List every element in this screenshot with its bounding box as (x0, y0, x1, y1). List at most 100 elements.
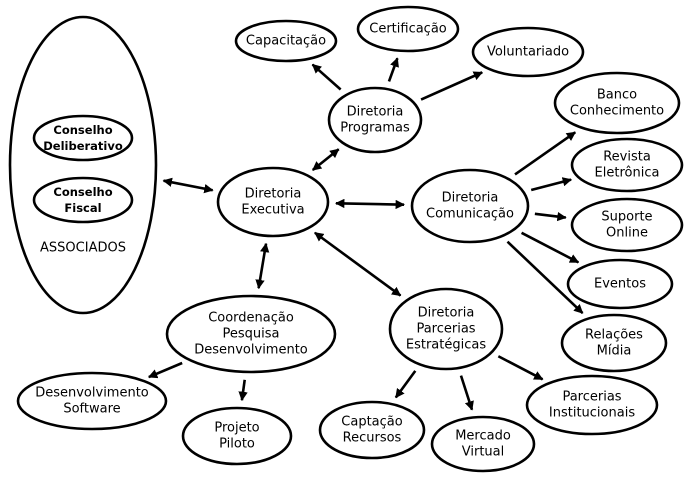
node-mercado-virtual-label-1: Virtual (462, 445, 504, 460)
node-certificacao: Certificação (356, 5, 460, 53)
node-parcerias-institucionais-label-1: Institucionais (549, 406, 635, 421)
node-diretoria-executiva-label-1: Executiva (241, 203, 304, 218)
node-desenvolvimento-software-ellipse (16, 371, 168, 431)
arrow-diretoria-programas-to-voluntariado (420, 71, 484, 101)
node-suporte-online-label-1: Online (606, 226, 648, 241)
node-conselho-fiscal-label-0: Conselho (53, 185, 112, 199)
node-banco-conhecimento-label-1: Conhecimento (570, 104, 664, 119)
node-relacoes-midia-label-1: Mídia (597, 344, 632, 359)
arrow-coordenacao-to-projeto-piloto (238, 379, 248, 402)
node-captacao-recursos-label-0: Captação (341, 415, 402, 430)
node-suporte-online-label-0: Suporte (601, 210, 652, 225)
arrow-diretoria-comunicacao-to-banco-conhecimento (514, 131, 576, 176)
node-banco-conhecimento-label-0: Banco (597, 88, 637, 103)
node-projeto-piloto-label-1: Piloto (219, 437, 255, 452)
node-eventos-ellipse (566, 258, 674, 310)
node-capacitacao-ellipse (234, 19, 338, 63)
node-suporte-online-ellipse (570, 197, 684, 253)
node-captacao-recursos-label-1: Recursos (343, 431, 402, 446)
node-certificacao-label-0: Certificação (369, 22, 447, 37)
node-relacoes-midia-label-0: Relações (585, 328, 643, 343)
node-voluntariado-ellipse (471, 26, 585, 78)
node-coordenacao-ellipse (165, 294, 337, 374)
node-desenvolvimento-software-label-0: Desenvolvimento (35, 386, 149, 401)
edges-layer (147, 57, 584, 411)
node-capacitacao-label-0: Capacitação (246, 34, 326, 49)
node-diretoria-comunicacao-label-0: Diretoria (442, 191, 499, 206)
node-diretoria-comunicacao-label-1: Comunicação (426, 207, 514, 222)
arrow-diretoria-parcerias-to-captacao-recursos (394, 370, 417, 399)
node-associados: ASSOCIADOS (8, 15, 158, 315)
node-associados-label-0: ASSOCIADOS (40, 241, 126, 256)
node-mercado-virtual-ellipse (430, 415, 536, 473)
arrow-diretoria-comunicacao-to-eventos (520, 231, 580, 264)
node-eventos: Eventos (566, 258, 674, 310)
arrow-diretoria-programas-to-certificacao (387, 57, 399, 82)
arrow-diretoria-programas-to-capacitacao (311, 63, 342, 91)
node-revista-eletronica-label-0: Revista (603, 150, 651, 165)
arrow-diretoria-executiva-to-diretoria-comunicacao (335, 198, 405, 210)
arrow-associados-to-diretoria-executiva (162, 177, 214, 194)
arrow-diretoria-executiva-to-diretoria-programas (311, 148, 340, 172)
node-diretoria-comunicacao-ellipse (410, 168, 530, 244)
arrow-diretoria-comunicacao-to-relacoes-midia (506, 240, 584, 315)
node-projeto-piloto-label-0: Projeto (214, 421, 259, 436)
node-diretoria-programas-label-1: Programas (340, 121, 410, 136)
node-diretoria-programas-label-0: Diretoria (347, 105, 404, 120)
node-banco-conhecimento-ellipse (553, 71, 681, 135)
node-conselho-deliberativo-label-0: Conselho (53, 123, 112, 137)
node-coordenacao-label-0: Coordenação (208, 311, 294, 326)
node-revista-eletronica-label-1: Eletrônica (595, 166, 660, 181)
arrow-diretoria-parcerias-to-parcerias-institucionais (497, 355, 544, 381)
nodes-layer: ASSOCIADOSConselhoDeliberativoConselhoFi… (8, 5, 684, 473)
node-conselho-deliberativo-ellipse (32, 114, 134, 162)
arrow-diretoria-comunicacao-to-suporte-online (534, 211, 567, 222)
node-voluntariado-label-0: Voluntariado (487, 45, 569, 60)
node-diretoria-parcerias-label-2: Estratégicas (406, 338, 486, 353)
node-coordenacao-label-2: Desenvolvimento (194, 343, 308, 358)
arrow-diretoria-executiva-to-diretoria-parcerias (314, 231, 402, 297)
node-diretoria-programas-ellipse (327, 86, 423, 154)
node-desenvolvimento-software-label-1: Software (63, 402, 120, 417)
node-conselho-fiscal-label-1: Fiscal (64, 201, 101, 215)
node-diretoria-executiva-label-0: Diretoria (245, 187, 302, 202)
node-diretoria-parcerias-label-1: Parcerias (416, 322, 475, 337)
node-diretoria-parcerias-ellipse (388, 287, 504, 371)
node-captacao-recursos-ellipse (318, 400, 426, 460)
node-coordenacao-label-1: Pesquisa (223, 327, 280, 342)
node-diretoria-executiva-ellipse (216, 166, 330, 238)
node-projeto-piloto-ellipse (181, 406, 293, 466)
node-conselho-fiscal-ellipse (32, 176, 134, 224)
node-associados-ellipse (8, 15, 158, 315)
node-mercado-virtual-label-0: Mercado (455, 429, 511, 444)
node-eventos-label-0: Eventos (594, 277, 646, 292)
node-capacitacao: Capacitação (234, 19, 338, 63)
node-voluntariado: Voluntariado (471, 26, 585, 78)
node-certificacao-ellipse (356, 5, 460, 53)
node-revista-eletronica-ellipse (570, 137, 684, 193)
arrow-diretoria-comunicacao-to-revista-eletronica (530, 177, 573, 192)
node-relacoes-midia-ellipse (560, 313, 668, 373)
arrow-coordenacao-to-desenvolvimento-software (147, 361, 183, 379)
node-parcerias-institucionais-ellipse (525, 374, 659, 436)
arrow-diretoria-executiva-to-coordenacao (255, 242, 270, 290)
node-conselho-deliberativo-label-1: Deliberativo (43, 139, 123, 153)
arrow-diretoria-parcerias-to-mercado-virtual (459, 375, 474, 411)
